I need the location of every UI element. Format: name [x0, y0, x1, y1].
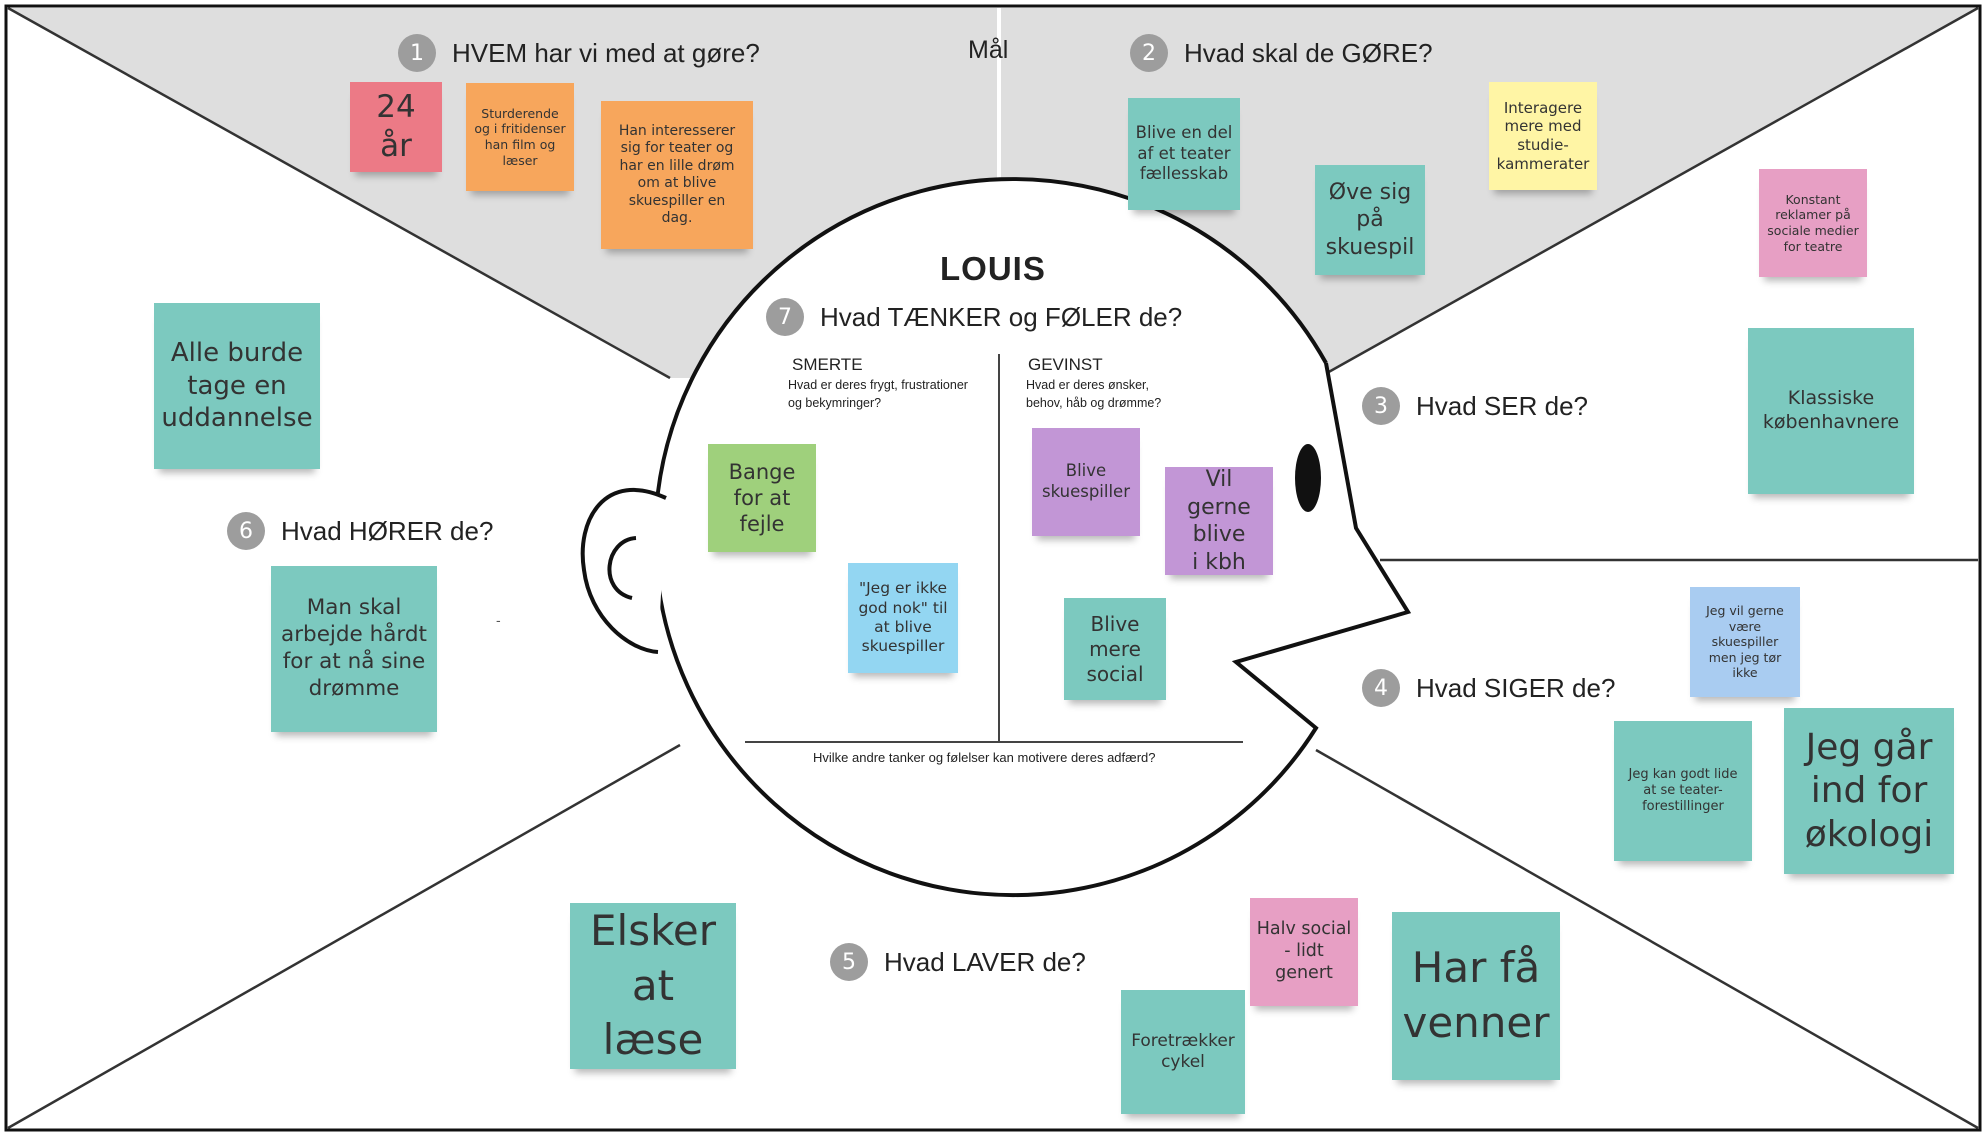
section-number-badge: 7 [766, 298, 804, 336]
section-number-badge: 2 [1130, 34, 1168, 72]
diagonal-top-right [1317, 6, 1979, 380]
section-number-badge: 3 [1362, 387, 1400, 425]
ear-inner [607, 536, 637, 600]
gain-description: Hvad er deres ønsker, behov, håb og drøm… [1026, 378, 1162, 410]
section-number-badge: 5 [830, 943, 868, 981]
section-think-heading: 7 Hvad TÆNKER og FØLER de? [766, 298, 1182, 336]
section-think-title: Hvad TÆNKER og FØLER de? [820, 301, 1183, 332]
stray-mark: - [496, 612, 501, 628]
section-say-heading: 4 Hvad SIGER de? [1362, 669, 1615, 707]
section-who-title: HVEM har vi med at gøre? [452, 37, 760, 68]
gain-label: GEVINST [1028, 355, 1103, 374]
diagonal-bottom-right [1315, 748, 1979, 1130]
section-number-badge: 4 [1362, 669, 1400, 707]
section-see-heading: 3 Hvad SER de? [1362, 387, 1588, 425]
diagonal-top-left [7, 6, 671, 380]
bottom-question: Hvilke andre tanker og følelser kan moti… [813, 750, 1156, 765]
pain-label: SMERTE [792, 355, 863, 374]
goal-label: Mål [968, 36, 1009, 64]
section-hear-heading: 6 Hvad HØRER de? [227, 512, 493, 550]
section-number-badge: 6 [227, 512, 265, 550]
section-who-heading: 1 HVEM har vi med at gøre? [398, 34, 760, 72]
section-see-title: Hvad SER de? [1416, 390, 1588, 421]
section-doing-heading: 5 Hvad LAVER de? [830, 943, 1086, 981]
section-doing-title: Hvad LAVER de? [884, 946, 1086, 977]
section-number-badge: 1 [398, 34, 436, 72]
pain-description: Hvad er deres frygt, frustrationer og be… [788, 378, 968, 410]
section-say-title: Hvad SIGER de? [1416, 672, 1616, 703]
section-hear-title: Hvad HØRER de? [281, 515, 494, 546]
ear-outline [580, 487, 667, 654]
section-do-title: Hvad skal de GØRE? [1184, 37, 1433, 68]
eye [1295, 444, 1321, 512]
persona-name: LOUIS [940, 250, 1046, 287]
section-do-heading: 2 Hvad skal de GØRE? [1130, 34, 1433, 72]
board-border [4, 4, 1982, 1132]
diagonal-bottom-left [7, 743, 681, 1130]
sticky-note-age[interactable]: 24 år [350, 82, 442, 172]
